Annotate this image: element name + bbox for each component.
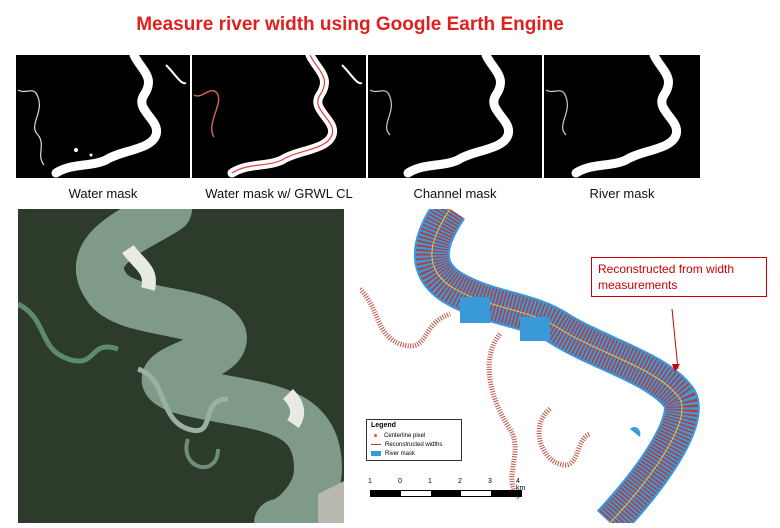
widths-swatch-icon [371, 443, 381, 446]
width-map [360, 209, 704, 523]
map-legend: Legend Centerline pixel Reconstructed wi… [366, 419, 462, 461]
channel-mask-image [369, 55, 513, 178]
panel-label-river-mask: River mask [589, 186, 655, 201]
legend-item-river-mask: River mask [371, 449, 457, 458]
water-mask-grwl-image [193, 55, 363, 178]
scale-bar: 1 0 1 2 3 4 km [366, 478, 531, 508]
river-mask-image [545, 55, 681, 178]
legend-item-widths: Reconstructed widths [371, 440, 457, 449]
water-mask-panel [16, 55, 190, 178]
satellite-image [18, 209, 344, 523]
water-mask-grwl-panel [192, 55, 366, 178]
river-mask-panel [544, 55, 700, 178]
river-mask-swatch-icon [371, 451, 381, 456]
scale-bar-segments [370, 490, 522, 497]
legend-item-centerline: Centerline pixel [371, 431, 457, 440]
panel-label-channel-mask: Channel mask [413, 186, 497, 201]
centerline-swatch-icon [374, 434, 377, 437]
panel-label-water-mask-grwl: Water mask w/ GRWL CL [205, 186, 353, 201]
channel-mask-panel [368, 55, 542, 178]
panel-label-water-mask: Water mask [68, 186, 138, 201]
legend-title: Legend [371, 422, 396, 429]
page-title: Measure river width using Google Earth E… [136, 14, 564, 35]
water-mask-image [17, 55, 187, 178]
callout-reconstructed: Reconstructed from width measurements [591, 257, 767, 297]
